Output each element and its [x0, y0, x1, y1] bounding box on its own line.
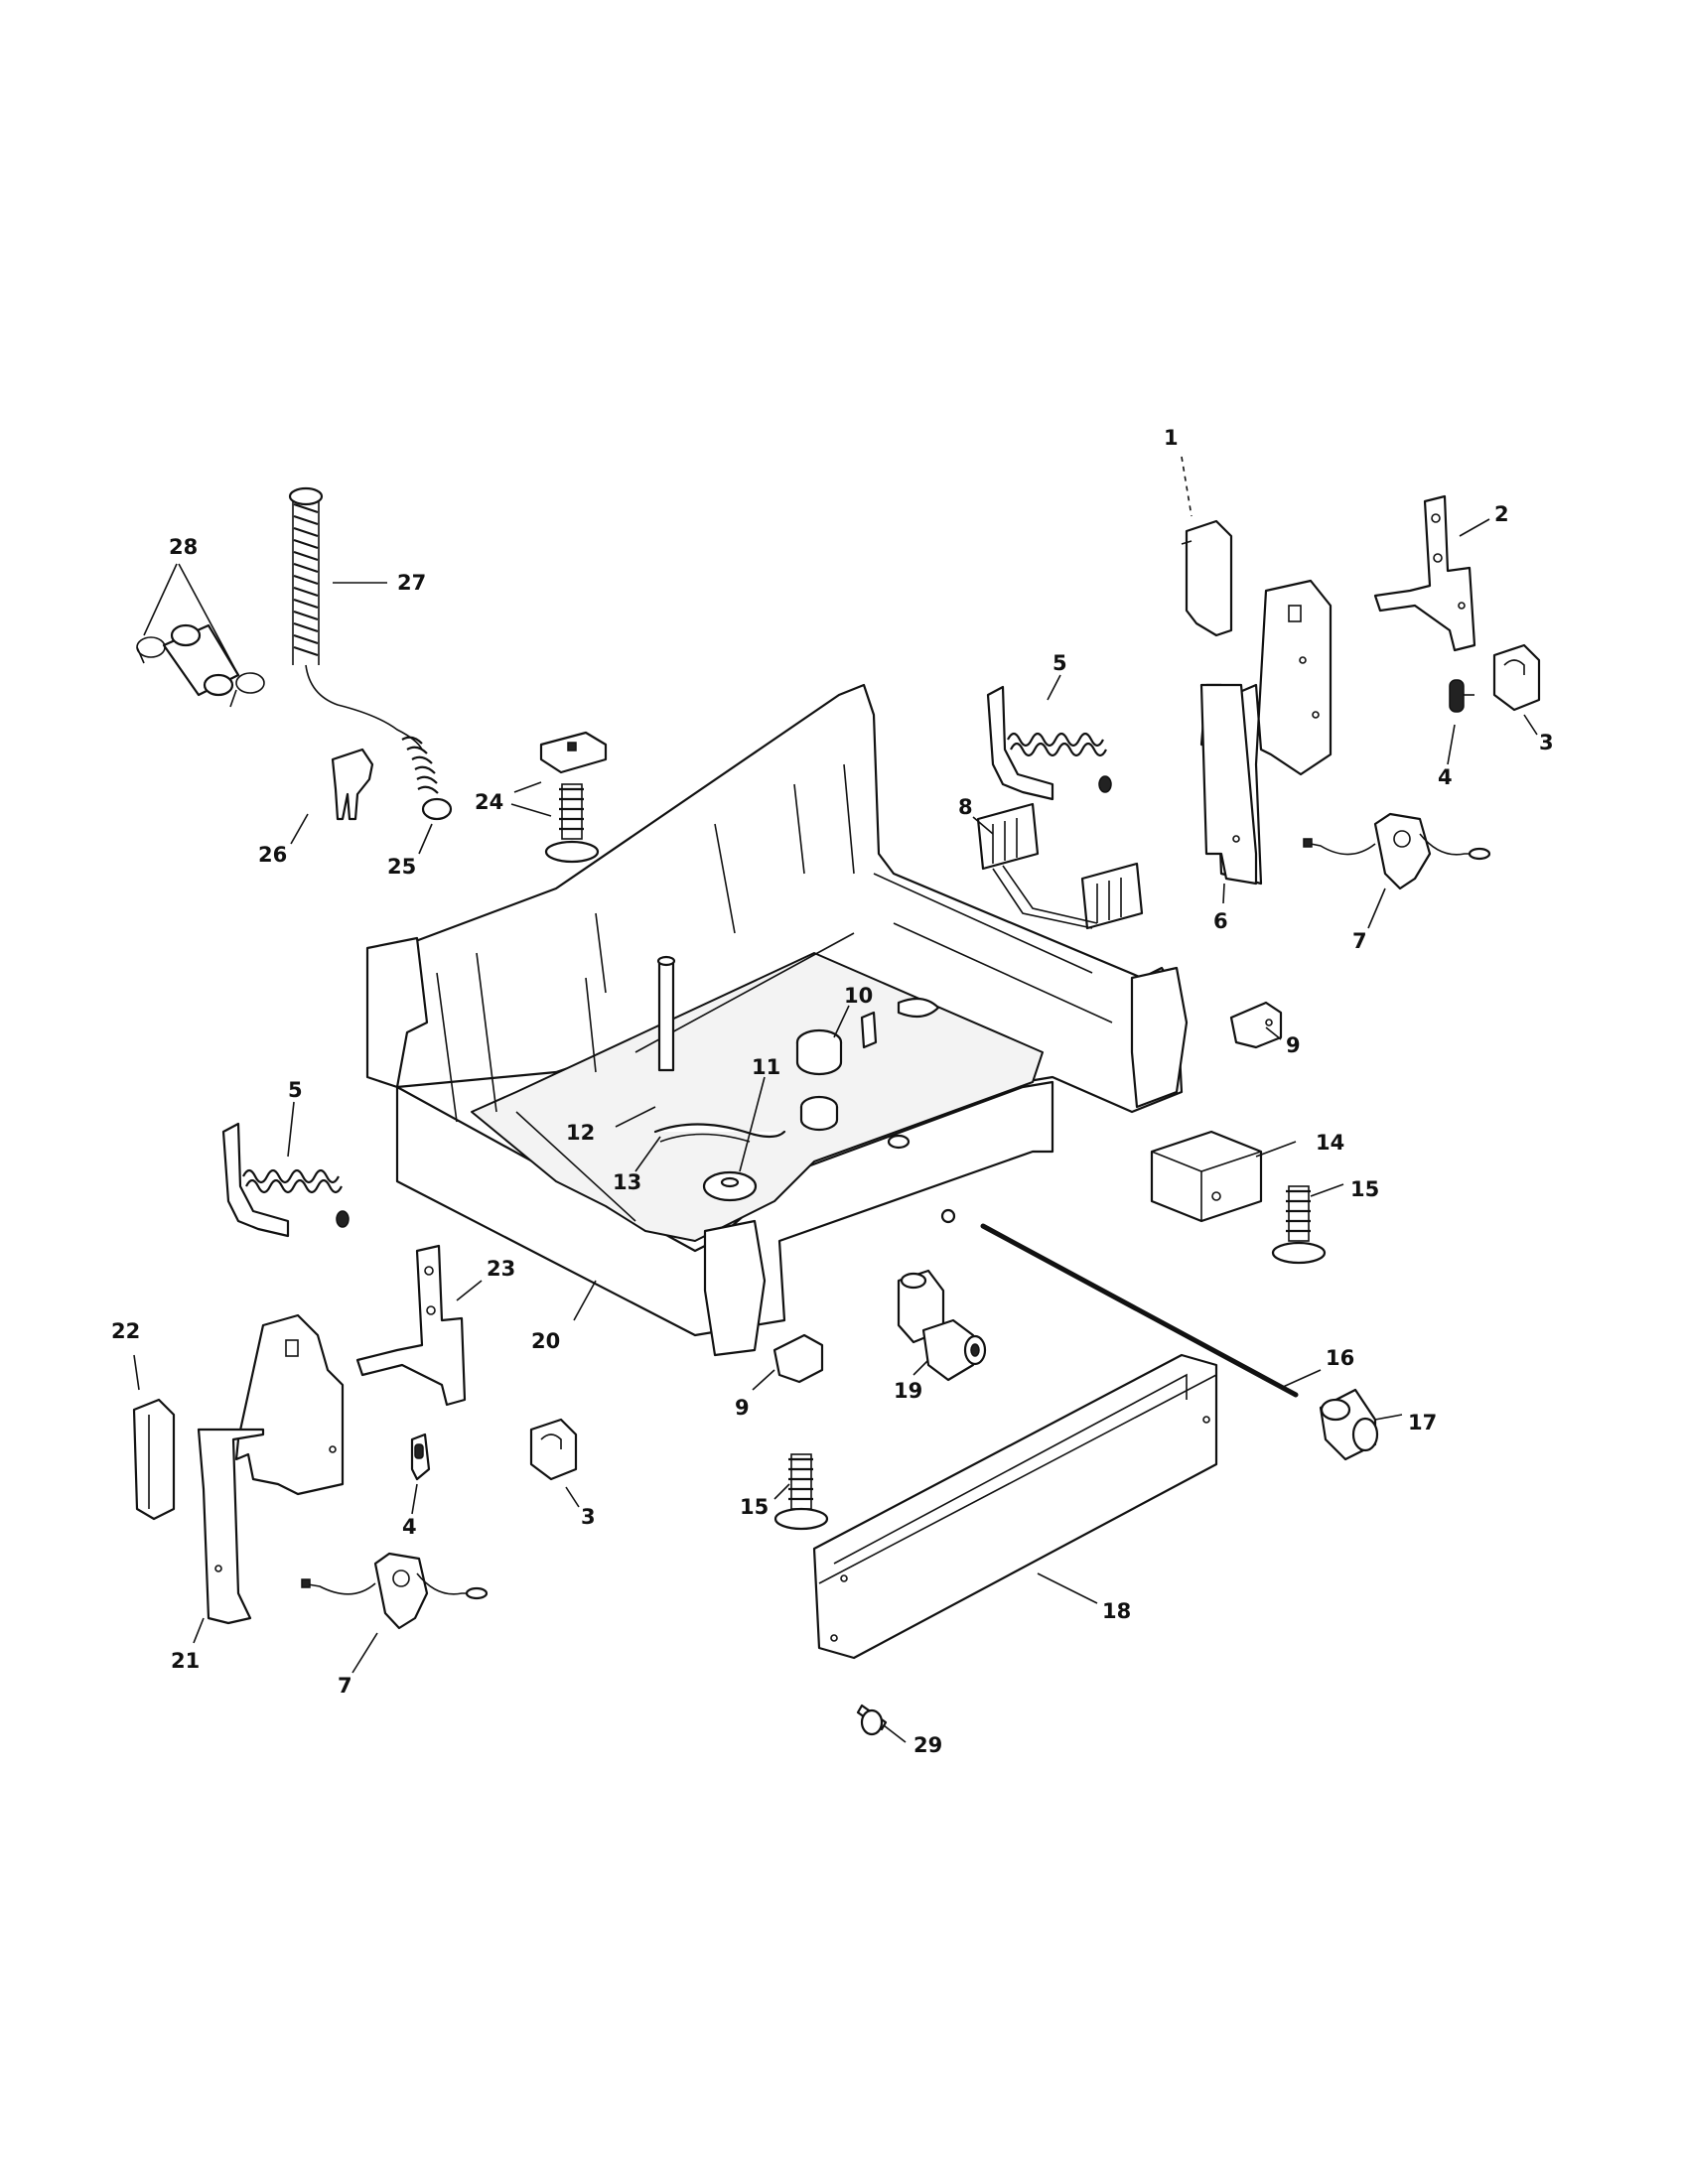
- callout-5: 5: [288, 1078, 303, 1102]
- callout-4: 4: [1438, 765, 1453, 789]
- part-25-hose-end: [401, 736, 453, 821]
- part-24-leveling-leg-left: [539, 731, 608, 864]
- callout-23: 23: [487, 1257, 515, 1281]
- callout-9: 9: [735, 1396, 750, 1420]
- part-6-side-panel: [1199, 579, 1333, 886]
- part-18-toe-kick-panel: [812, 1353, 1218, 1660]
- callout-21: 21: [171, 1649, 200, 1673]
- callout-17: 17: [1408, 1411, 1437, 1434]
- part-26-hose-clip: [331, 748, 374, 821]
- part-5-door-spring-right: [986, 685, 1112, 801]
- part-16-rod: [980, 1223, 1299, 1398]
- part-2-hinge-bracket: [1373, 494, 1476, 652]
- part-29-screw: [856, 1704, 888, 1736]
- part-7-hinge-assembly-left: [301, 1552, 489, 1630]
- part-27-drain-hose: [288, 486, 423, 751]
- callout-2: 2: [1494, 502, 1509, 526]
- callout-labels: 1 2 3 3 4 4 5 5 6 7 7 8 9 9 10 11 12 13 …: [111, 426, 1554, 1757]
- callout-29: 29: [913, 1733, 942, 1757]
- part-4-spring-clip-right: [1449, 679, 1474, 713]
- callout-22: 22: [111, 1319, 140, 1343]
- callout-4: 4: [402, 1515, 417, 1539]
- part-3-clip-left: [529, 1418, 578, 1481]
- part-15-leveling-leg-lower: [773, 1453, 829, 1531]
- part-15-leveling-leg-right: [1271, 1185, 1327, 1265]
- part-1-bracket-cover: [1181, 519, 1233, 637]
- callout-15: 15: [740, 1495, 769, 1519]
- callout-28: 28: [169, 535, 198, 559]
- callout-6: 6: [1213, 909, 1228, 933]
- part-float: [795, 1028, 911, 1150]
- callout-8: 8: [958, 795, 973, 819]
- callout-19: 19: [894, 1379, 922, 1403]
- leader-lines: [133, 456, 1538, 1743]
- callout-3: 3: [581, 1505, 596, 1529]
- part-19-inlet-valve: [897, 1269, 987, 1382]
- callout-13: 13: [613, 1170, 641, 1194]
- callout-27: 27: [397, 571, 426, 595]
- part-5-door-spring-left: [221, 1122, 350, 1238]
- part-9-bracket-right: [1229, 1001, 1283, 1049]
- part-base-tub: [365, 683, 1189, 1357]
- callout-5: 5: [1052, 651, 1067, 675]
- callout-25: 25: [387, 855, 416, 879]
- callout-24: 24: [475, 790, 503, 814]
- callout-1: 1: [1164, 426, 1179, 450]
- part-28-hose-coupler: [136, 623, 265, 708]
- callout-18: 18: [1102, 1599, 1131, 1623]
- callout-12: 12: [566, 1121, 595, 1145]
- callout-3: 3: [1539, 731, 1554, 754]
- callout-10: 10: [844, 984, 873, 1008]
- callout-16: 16: [1326, 1346, 1354, 1370]
- callout-20: 20: [531, 1329, 560, 1353]
- callout-9: 9: [1286, 1033, 1301, 1057]
- part-22-bracket-cover-left: [132, 1398, 176, 1521]
- part-23-hinge-bracket-left: [355, 1244, 467, 1407]
- part-9-bracket-lower: [772, 1333, 824, 1384]
- part-3-clip-right: [1492, 643, 1541, 712]
- callout-14: 14: [1316, 1131, 1344, 1155]
- callout-11: 11: [752, 1055, 780, 1079]
- callout-26: 26: [258, 843, 287, 867]
- callout-7: 7: [338, 1674, 352, 1698]
- part-17-knob: [1319, 1388, 1379, 1461]
- part-4-spring-clip-left: [410, 1433, 431, 1481]
- callout-7: 7: [1352, 929, 1367, 953]
- part-14-junction-box: [1150, 1130, 1263, 1223]
- callout-15: 15: [1350, 1177, 1379, 1201]
- part-21-side-panel-left: [197, 1313, 345, 1625]
- part-sump-disc: [653, 1123, 786, 1202]
- part-8-wire-connectors: [976, 802, 1144, 930]
- part-7-hinge-assembly-right: [1303, 812, 1491, 890]
